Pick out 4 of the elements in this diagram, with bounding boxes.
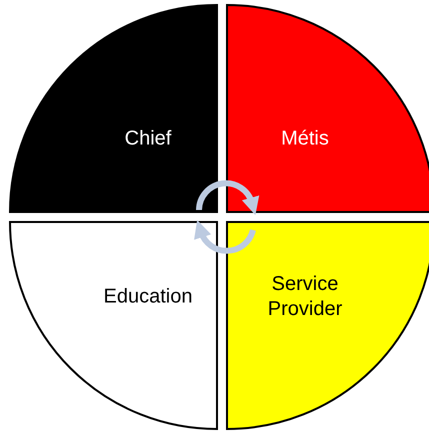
quadrant-label: Métis: [280, 126, 330, 152]
quadrant-label: Chief: [124, 126, 172, 152]
quadrant-label: Education: [102, 284, 194, 310]
quadrant-label: Service Provider: [266, 272, 344, 322]
